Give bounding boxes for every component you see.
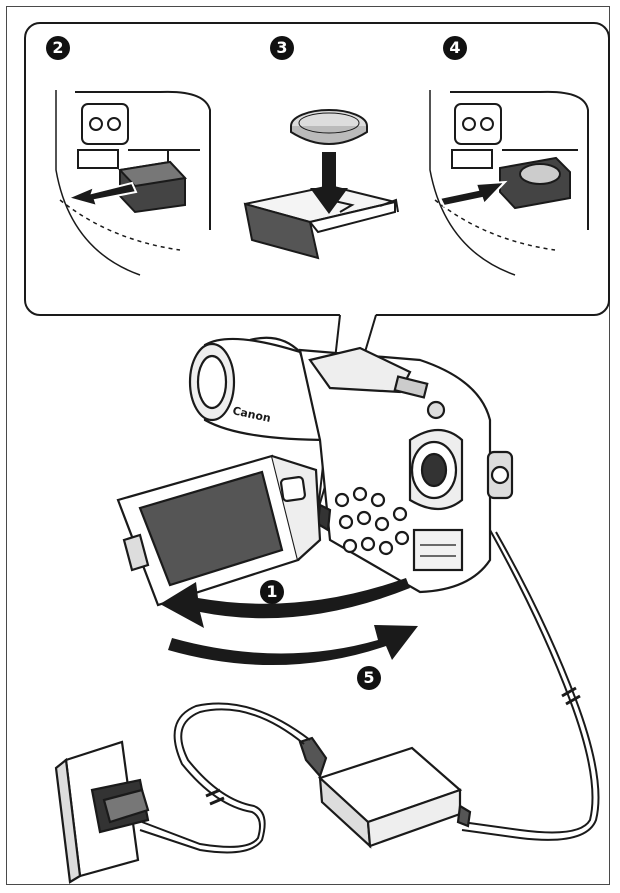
close-screen-arrow-icon	[168, 625, 418, 666]
step-4-marker: 4	[443, 36, 467, 60]
step-5-marker: 5	[357, 666, 381, 690]
outer-frame	[6, 6, 610, 885]
panel-pull-out-holder	[55, 90, 211, 276]
push-in-arrow-icon	[438, 180, 508, 208]
ac-power-cord	[139, 702, 311, 854]
ac-adapter	[298, 736, 472, 849]
open-screen-arrow-icon	[160, 578, 410, 628]
step-3-marker: 3	[270, 36, 294, 60]
step-2-marker: 2	[46, 36, 70, 60]
insert-down-arrow-icon	[310, 152, 348, 214]
camcorder-body	[188, 336, 514, 594]
pull-out-arrow-icon	[64, 181, 138, 208]
panel-push-in-holder	[429, 90, 589, 276]
panel-insert-battery	[243, 109, 399, 260]
dc-cord	[461, 529, 600, 841]
wall-outlet	[54, 740, 150, 884]
lcd-screen	[116, 454, 322, 607]
step-1-marker: 1	[260, 580, 284, 604]
